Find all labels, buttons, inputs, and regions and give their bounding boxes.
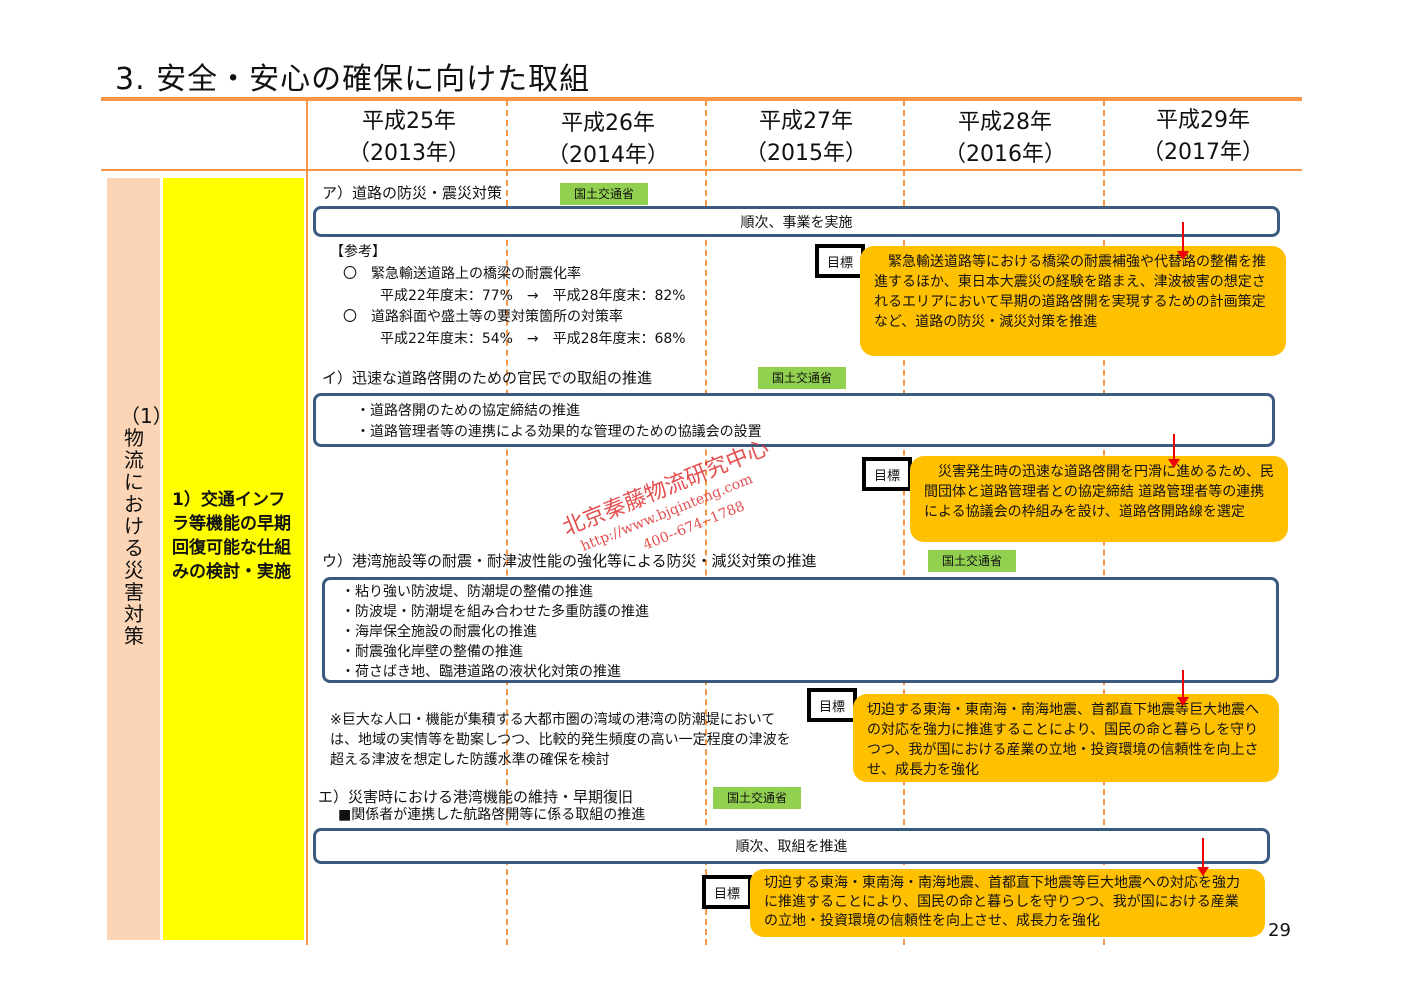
year-divider xyxy=(705,100,707,945)
header-bottom-rule xyxy=(101,169,1302,171)
section-i-goal: 災害発生時の迅速な道路啓開を円滑に進めるため、民間団体と道路管理者との協定締結 … xyxy=(910,456,1288,542)
section-a-title: ア）道路の防災・震災対策 xyxy=(322,184,503,202)
section-e-bar: 順次、取組を推進 xyxy=(313,828,1270,864)
year-header-2016: 平成28年（2016年） xyxy=(944,110,1066,167)
arrow-icon xyxy=(1197,838,1209,876)
section-a-goal: 緊急輸送道路等における橋梁の耐震補強や代替路の整備を推進するほか、東日本大震災の… xyxy=(860,246,1286,356)
arrow-icon xyxy=(1168,434,1180,468)
agency-badge: 国土交通省 xyxy=(713,787,802,809)
list-item: ・耐震強化岸壁の整備の推進 xyxy=(341,644,523,660)
subcategory-column xyxy=(163,178,304,940)
category-column xyxy=(107,178,160,940)
reference-value: 平成22年度末：77% → 平成28年度末：82% xyxy=(380,288,686,304)
year-header-2015: 平成27年（2015年） xyxy=(745,109,867,166)
category-label: （1）物流における災害対策 xyxy=(120,404,173,648)
section-i-box: ・道路啓開のための協定締結の推進 ・道路管理者等の連携による効果的な管理のための… xyxy=(313,393,1275,447)
agency-badge: 国土交通省 xyxy=(560,183,649,205)
agency-badge: 国土交通省 xyxy=(758,367,847,389)
page-title: 3. 安全・安心の確保に向けた取組 xyxy=(115,62,591,97)
year-divider xyxy=(506,100,508,945)
goal-label: 目標 xyxy=(862,457,912,491)
arrow-icon xyxy=(1177,222,1189,260)
section-e-subitem: ■関係者が連携した航路啓開等に係る取組の推進 xyxy=(338,807,646,823)
year-header-2017: 平成29年（2017年） xyxy=(1142,108,1264,165)
agency-badge: 国土交通省 xyxy=(928,550,1017,572)
list-item: ・道路管理者等の連携による効果的な管理のための協議会の設置 xyxy=(356,424,762,440)
year-divider xyxy=(903,100,905,945)
column-divider xyxy=(306,100,308,945)
subcategory-label: 1）交通インフラ等機能の早期回復可能な仕組みの検討・実施 xyxy=(172,490,291,582)
list-item: ・道路啓開のための協定締結の推進 xyxy=(356,403,580,419)
reference-item: 〇 道路斜面や盛土等の要対策箇所の対策率 xyxy=(343,309,623,325)
section-u-note: ※巨大な人口・機能が集積する大都市圏の湾域の港湾の防潮堤においては、地域の実情等… xyxy=(330,712,791,768)
section-a-bar: 順次、事業を実施 xyxy=(313,206,1280,237)
header-top-rule xyxy=(101,97,1302,101)
section-e-title: エ）災害時における港湾機能の維持・早期復旧 xyxy=(318,788,634,806)
section-u-goal: 切迫する東海・東南海・南海地震、首都直下地震等巨大地震への対応を強力に推進するこ… xyxy=(853,694,1279,782)
section-e-goal: 切迫する東海・東南海・南海地震、首都直下地震等巨大地震への対応を強力に推進するこ… xyxy=(750,869,1265,937)
section-i-title: イ）迅速な道路啓開のための官民での取組の推進 xyxy=(322,369,653,387)
year-header-2014: 平成26年（2014年） xyxy=(547,111,669,168)
arrow-icon xyxy=(1177,670,1189,706)
reference-value: 平成22年度末：54% → 平成28年度末：68% xyxy=(380,331,686,347)
list-item: ・防波堤・防潮堤を組み合わせた多重防護の推進 xyxy=(341,604,649,620)
goal-label: 目標 xyxy=(702,875,752,909)
list-item: ・荷さばき地、臨港道路の液状化対策の推進 xyxy=(341,664,621,680)
goal-label: 目標 xyxy=(807,688,857,722)
page-number: 29 xyxy=(1268,920,1291,941)
list-item: ・粘り強い防波堤、防潮堤の整備の推進 xyxy=(341,584,593,600)
reference-item: 〇 緊急輸送道路上の橋梁の耐震化率 xyxy=(343,266,581,282)
year-header-2013: 平成25年（2013年） xyxy=(348,109,470,166)
goal-label: 目標 xyxy=(815,244,865,278)
reference-heading: 【参考】 xyxy=(330,244,386,260)
section-u-box: ・粘り強い防波堤、防潮堤の整備の推進 ・防波堤・防潮堤を組み合わせた多重防護の推… xyxy=(322,577,1279,683)
list-item: ・海岸保全施設の耐震化の推進 xyxy=(341,624,537,640)
section-u-title: ウ）港湾施設等の耐震・耐津波性能の強化等による防災・減災対策の推進 xyxy=(322,552,817,570)
